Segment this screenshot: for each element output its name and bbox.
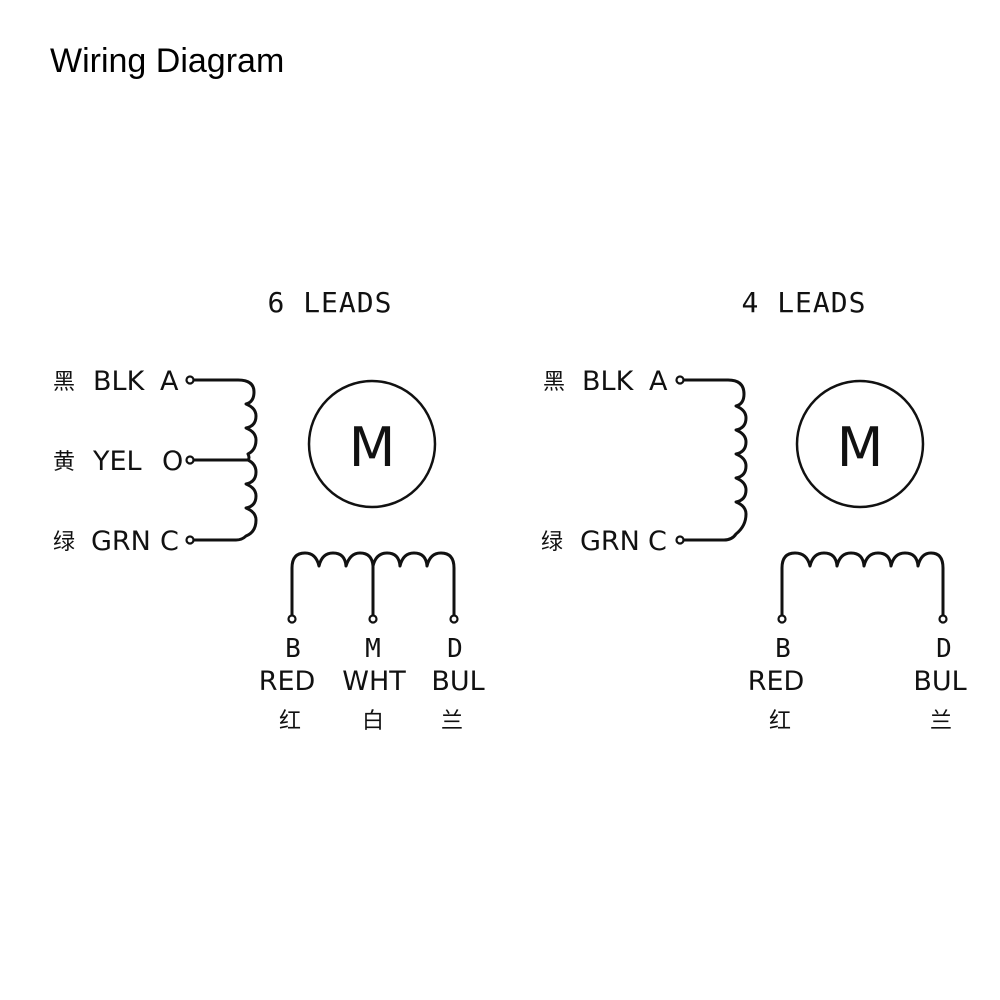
lead-color-label: BLK	[93, 366, 146, 397]
lead-terminal-label: C	[648, 526, 667, 557]
terminal-c	[675, 535, 685, 545]
lead-cn-label: 黑	[53, 370, 75, 395]
lead-color-label: WHT	[342, 666, 406, 697]
terminal-a	[675, 375, 685, 385]
lead-color-label: BLK	[582, 366, 635, 397]
winding-a-c	[188, 378, 258, 542]
diagram-6-leads: 6 LEADS M 黑 BLK A 黄 YEL O 绿 GRN C B M D …	[53, 286, 485, 734]
lead-cn-label: 白	[362, 709, 384, 734]
motor-symbol	[795, 379, 925, 509]
motor-label: M	[349, 416, 396, 479]
page-title: Wiring Diagram	[50, 42, 285, 80]
terminal-o	[185, 455, 195, 465]
lead-color-label: BUL	[913, 666, 966, 697]
lead-color-label: GRN	[91, 526, 151, 557]
lead-cn-label: 红	[279, 709, 301, 734]
lead-color-label: GRN	[580, 526, 640, 557]
terminal-m	[368, 614, 378, 624]
lead-terminal-label: B	[285, 634, 301, 664]
diagram-4-leads: 4 LEADS M 黑 BLK A 绿 GRN C B D RED BUL 红 …	[541, 286, 967, 734]
winding-a-c	[678, 378, 748, 542]
lead-cn-label: 黑	[543, 370, 565, 395]
lead-terminal-label: A	[649, 366, 668, 397]
motor-label: M	[837, 416, 884, 479]
terminal-b	[287, 614, 297, 624]
motor-symbol	[307, 379, 437, 509]
lead-color-label: BUL	[431, 666, 484, 697]
diagram-heading: 6 LEADS	[267, 286, 392, 319]
lead-cn-label: 绿	[53, 530, 75, 555]
lead-cn-label: 兰	[930, 709, 952, 734]
lead-color-label: YEL	[92, 446, 142, 477]
diagram-heading: 4 LEADS	[741, 286, 866, 319]
winding-b-d	[290, 551, 456, 617]
terminal-c	[185, 535, 195, 545]
lead-terminal-label: D	[936, 634, 952, 664]
lead-terminal-label: B	[775, 634, 791, 664]
lead-cn-label: 黄	[53, 450, 75, 475]
lead-color-label: RED	[259, 666, 316, 697]
lead-terminal-label: M	[365, 634, 381, 664]
lead-terminal-label: D	[447, 634, 463, 664]
lead-cn-label: 绿	[541, 530, 563, 555]
terminal-a	[185, 375, 195, 385]
terminal-b	[777, 614, 787, 624]
lead-color-label: RED	[748, 666, 805, 697]
winding-b-d	[780, 551, 945, 617]
lead-cn-label: 兰	[441, 709, 463, 734]
terminal-d	[449, 614, 459, 624]
lead-terminal-label: C	[160, 526, 179, 557]
lead-terminal-label: A	[160, 366, 179, 397]
lead-terminal-label: O	[162, 446, 183, 477]
terminal-d	[938, 614, 948, 624]
lead-cn-label: 红	[769, 709, 791, 734]
